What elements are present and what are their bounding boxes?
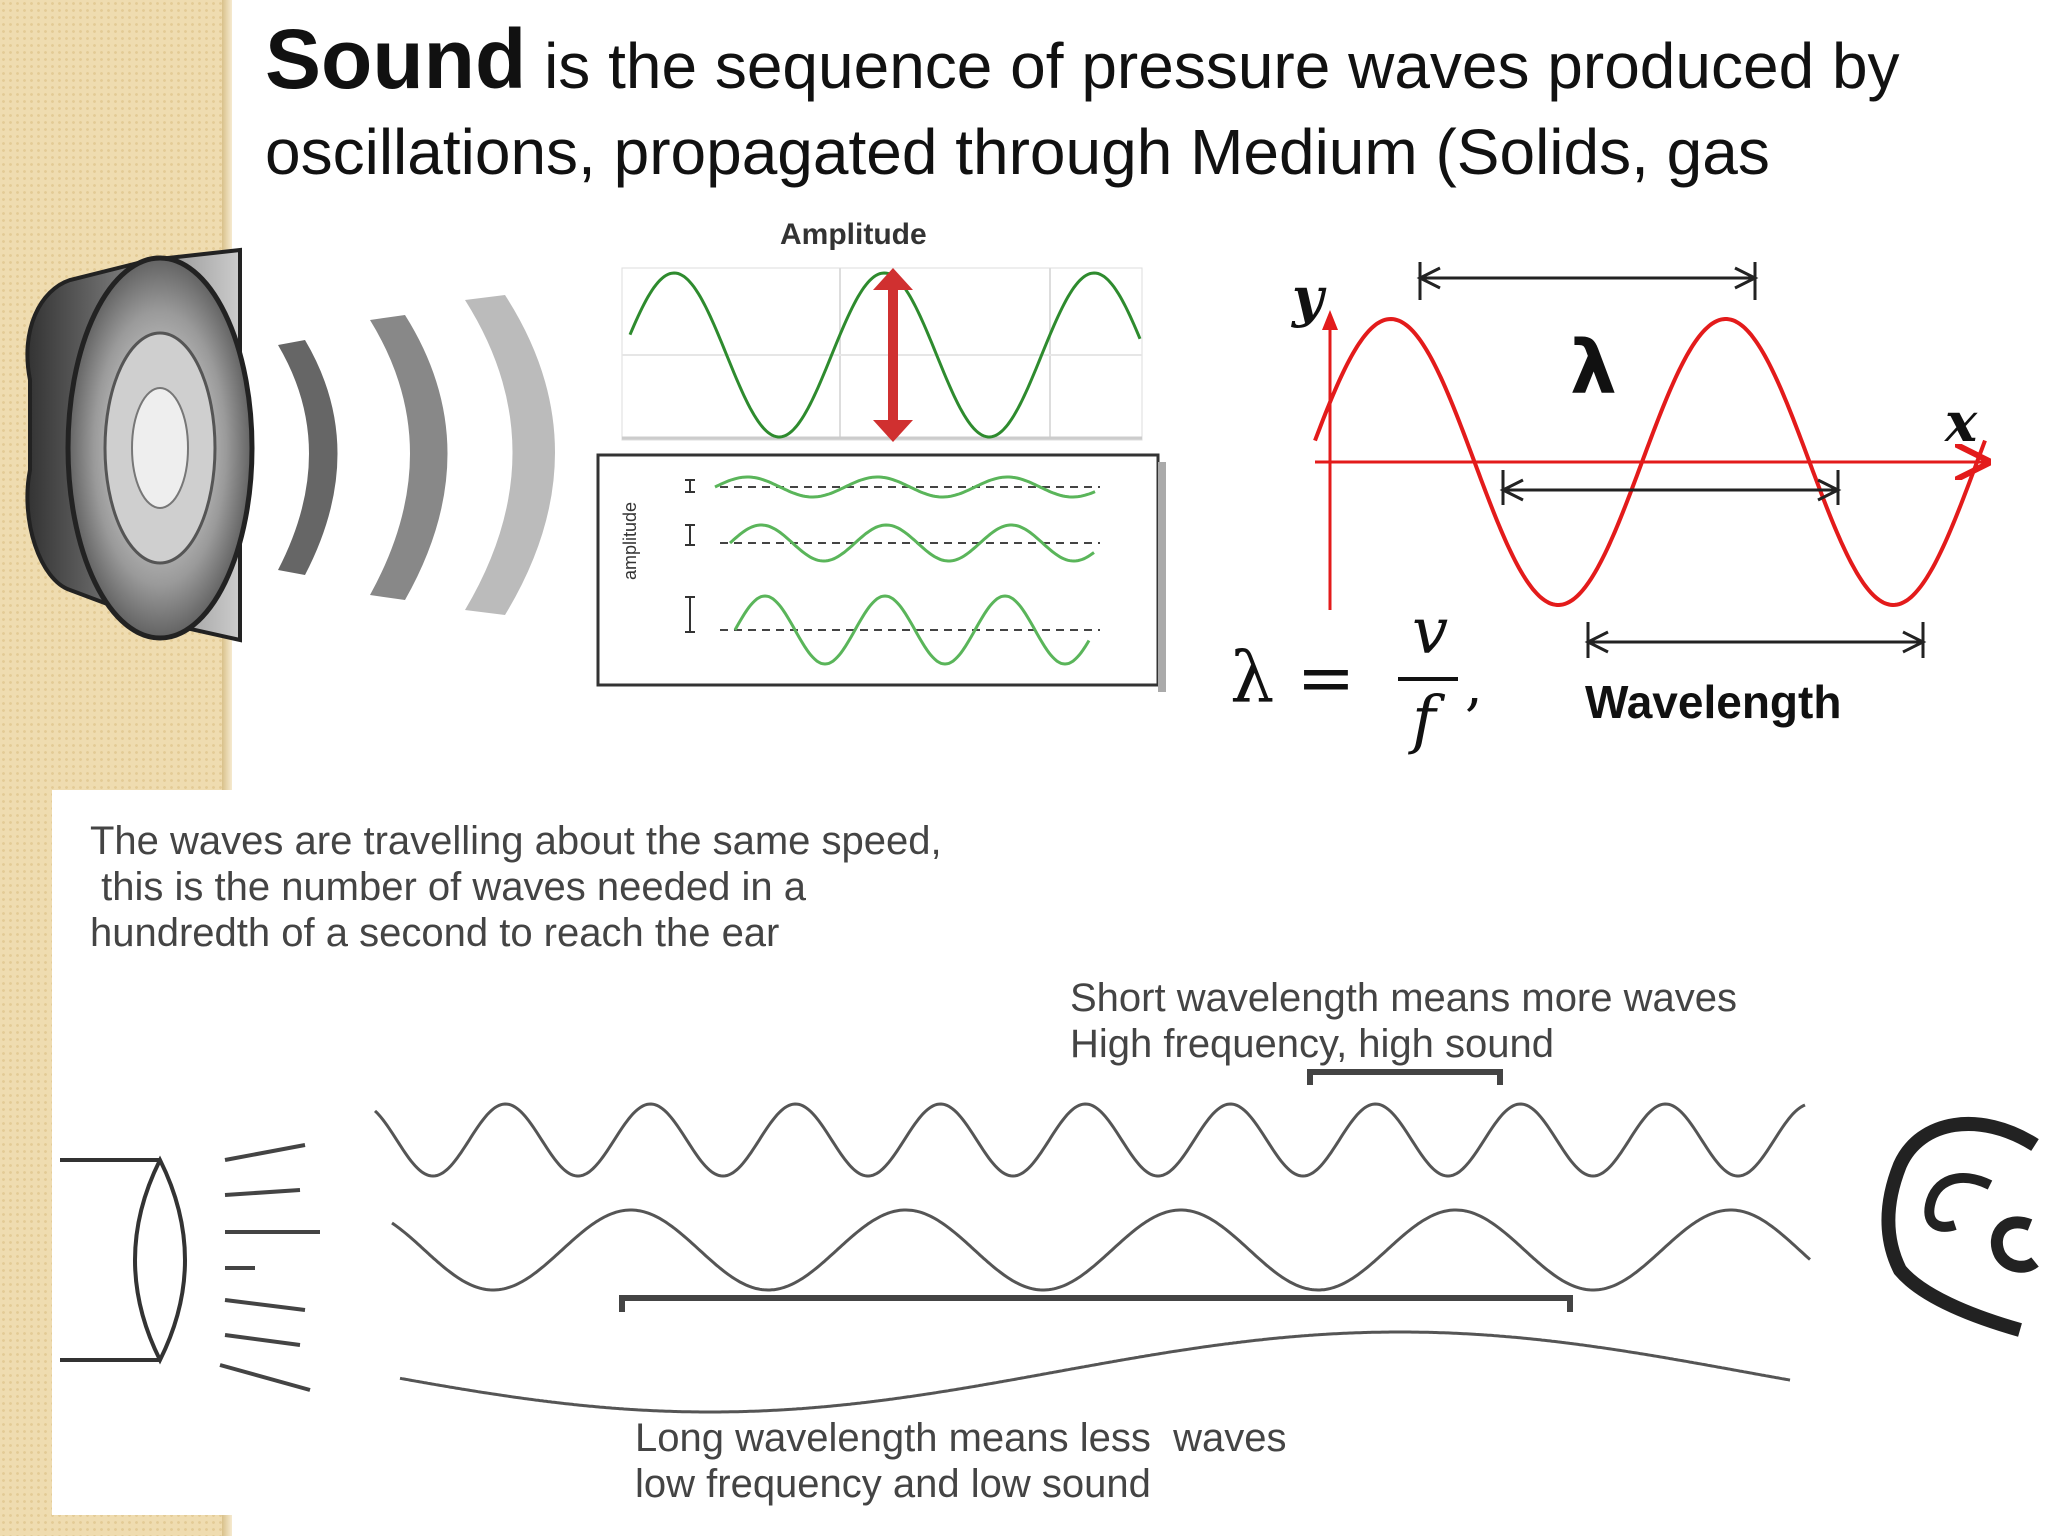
large-amplitude-wave bbox=[733, 594, 1091, 666]
bottom-diagram-panel bbox=[52, 790, 2048, 1515]
formula-suffix: , bbox=[1465, 653, 1483, 718]
emitter-icon bbox=[60, 1143, 320, 1392]
short-line: High frequency, high sound bbox=[1070, 1022, 1555, 1066]
amplitude-axis-label: amplitude bbox=[620, 501, 640, 580]
wavelength-caption: Wavelength bbox=[1585, 676, 1842, 728]
y-axis-label: y bbox=[1292, 265, 1324, 329]
lambda-symbol: λ bbox=[1570, 325, 1617, 411]
intro-line: hundredth of a second to reach the ear bbox=[90, 911, 780, 955]
medium-wavelength-wave bbox=[391, 1208, 1811, 1292]
formula-lhs: λ = bbox=[1230, 637, 1356, 719]
short-wavelength-bracket bbox=[1307, 1069, 1503, 1085]
short-wavelength-wave bbox=[373, 1102, 1806, 1178]
slide-title: Sound is the sequence of pressure waves … bbox=[265, 16, 2005, 195]
ear-icon bbox=[1881, 1117, 2039, 1337]
amplitude-label: Amplitude bbox=[780, 218, 927, 251]
wavelength-sine bbox=[1313, 316, 1987, 608]
short-line: Short wavelength means more waves bbox=[1070, 976, 1737, 1020]
formula-fraction-bar bbox=[1398, 677, 1458, 681]
medium-amplitude-wave bbox=[728, 523, 1095, 563]
long-line: low frequency and low sound bbox=[635, 1462, 1151, 1506]
formula-denominator: f bbox=[1412, 683, 1436, 757]
intro-line: The waves are travelling about the same … bbox=[90, 819, 942, 863]
intro-line: this is the number of waves needed in a bbox=[90, 865, 806, 909]
speaker-icon bbox=[25, 247, 255, 643]
title-text: is the sequence of pressure waves produc… bbox=[265, 30, 1900, 188]
short-wavelength-text: Short wavelength means more waves High f… bbox=[1070, 975, 1737, 1067]
small-amplitude-wave bbox=[714, 475, 1096, 499]
long-wavelength-wave bbox=[399, 1330, 1791, 1414]
title-bold-word: Sound bbox=[265, 12, 527, 106]
wavelength-formula: λ = v f , bbox=[1230, 595, 1490, 765]
amplitude-comparison-box bbox=[596, 453, 1166, 692]
intro-text: The waves are travelling about the same … bbox=[90, 818, 942, 956]
amplitude-sine bbox=[628, 271, 1142, 439]
long-line: Long wavelength means less waves bbox=[635, 1416, 1287, 1460]
sound-waves-icon bbox=[278, 295, 555, 615]
long-wavelength-text: Long wavelength means less waves low fre… bbox=[635, 1415, 1286, 1507]
sidebar-edge bbox=[222, 0, 232, 1536]
wavelength-plot bbox=[1313, 262, 1987, 658]
formula-numerator: v bbox=[1412, 595, 1449, 669]
long-wavelength-bracket bbox=[619, 1295, 1573, 1312]
amplitude-top-plot bbox=[621, 267, 1143, 442]
x-axis-label: x bbox=[1945, 390, 1978, 454]
